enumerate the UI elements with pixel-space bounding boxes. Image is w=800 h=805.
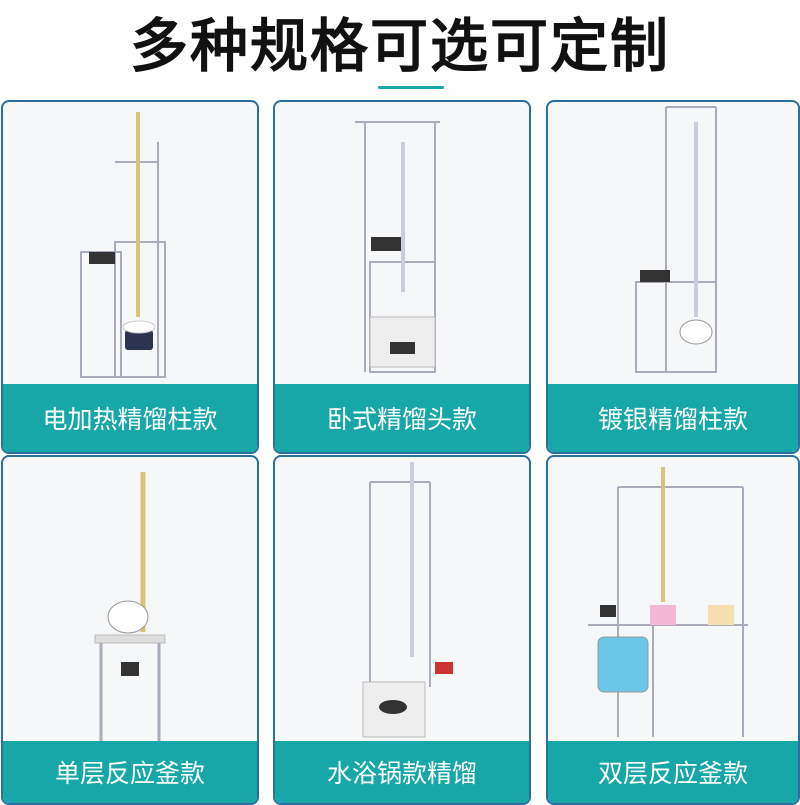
product-label: 卧式精馏头款 bbox=[275, 384, 529, 452]
water-bath-distillation-image bbox=[362, 462, 453, 738]
product-card[interactable]: 水浴锅款精馏 bbox=[273, 455, 531, 805]
product-label: 单层反应釜款 bbox=[3, 741, 257, 803]
distillation-apparatus-image bbox=[635, 106, 717, 373]
product-label: 水浴锅款精馏 bbox=[275, 741, 529, 803]
reactor-image bbox=[94, 472, 166, 742]
product-label: 电加热精馏柱款 bbox=[3, 384, 257, 452]
distillation-apparatus-image bbox=[355, 121, 440, 373]
title-underline bbox=[378, 86, 444, 89]
product-card[interactable]: 双层反应釜款 bbox=[546, 455, 800, 805]
product-card[interactable]: 电加热精馏柱款 bbox=[1, 100, 259, 454]
product-card[interactable]: 单层反应釜款 bbox=[1, 455, 259, 805]
product-card[interactable]: 卧式精馏头款 bbox=[273, 100, 531, 454]
product-card[interactable]: 镀银精馏柱款 bbox=[546, 100, 800, 454]
double-layer-reactor-image bbox=[588, 467, 748, 737]
product-label: 双层反应釜款 bbox=[548, 741, 798, 803]
page-title: 多种规格可选可定制 bbox=[129, 12, 670, 80]
distillation-apparatus-image bbox=[80, 112, 166, 378]
product-label: 镀银精馏柱款 bbox=[548, 384, 798, 452]
